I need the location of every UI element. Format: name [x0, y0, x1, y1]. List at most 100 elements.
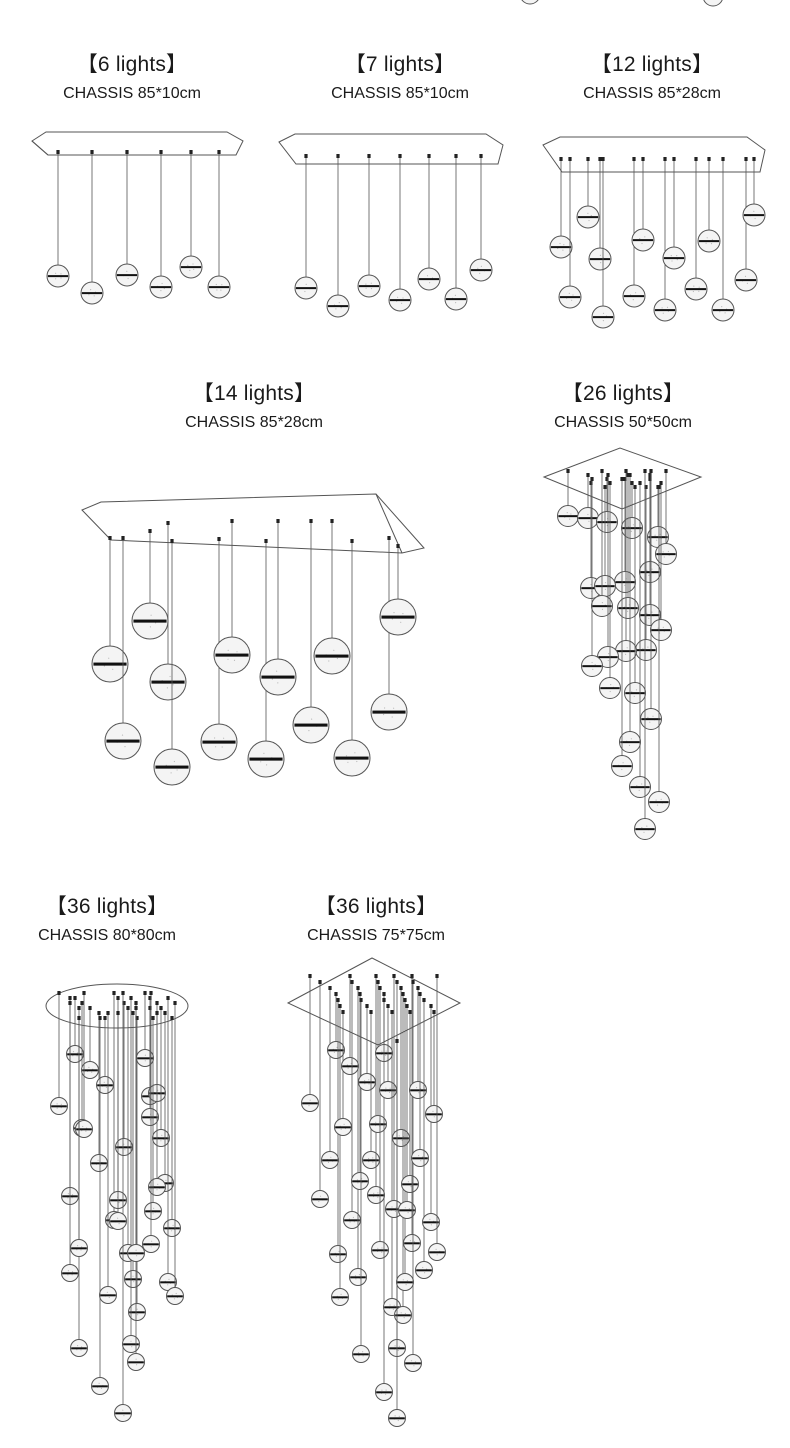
pendant-band — [295, 287, 317, 290]
pendant-band — [641, 718, 661, 721]
pendant-band — [151, 680, 185, 684]
pendant-band — [632, 239, 654, 242]
pendant-cap — [189, 150, 193, 154]
pendant-cap — [429, 1004, 433, 1008]
pendant-band — [261, 675, 295, 679]
pendant-cap — [131, 1011, 135, 1015]
pendant-cap — [382, 992, 386, 996]
pendant-band — [202, 740, 236, 744]
pendant-band — [622, 527, 642, 530]
pendant-cap — [418, 992, 422, 996]
pendant-band — [395, 1314, 411, 1317]
pendant-cap — [304, 154, 308, 158]
pendant-cap — [435, 974, 439, 978]
chassis-plate — [81, 493, 425, 554]
pendant-band — [164, 1227, 180, 1230]
pendant-cap — [173, 1001, 177, 1005]
pendant-band — [384, 1306, 400, 1309]
pendant-cap — [166, 996, 170, 1000]
pendant-cap — [598, 157, 602, 161]
pendant-cap — [644, 485, 648, 489]
pendant-band — [648, 536, 668, 539]
pendant-cap — [217, 537, 221, 541]
pendant-cap — [217, 150, 221, 154]
pendant-band — [445, 298, 467, 301]
pendant-cap — [365, 1004, 369, 1008]
pendant-band — [558, 515, 578, 518]
pendant-band — [335, 1126, 351, 1129]
pendant-cap — [369, 1010, 373, 1014]
pendant-cap — [166, 521, 170, 525]
chassis-36-lights-round: CHASSIS 80*80cm — [38, 927, 176, 944]
pendant-band — [470, 269, 492, 272]
pendant-cap — [568, 157, 572, 161]
chandelier-14-lights — [81, 493, 425, 786]
pendant-cap — [416, 986, 420, 990]
pendant-band — [735, 279, 757, 282]
pendant-band — [51, 1105, 67, 1108]
pendant-band — [350, 1276, 366, 1279]
pendant-cap — [395, 980, 399, 984]
pendant-cap — [630, 481, 634, 485]
pendant-band — [150, 286, 172, 289]
pendant-cap — [401, 992, 405, 996]
pendant-band — [386, 1208, 402, 1211]
pendant-cap — [163, 1011, 167, 1015]
title-7-lights: 【7 lights】 — [344, 53, 456, 76]
pendant-band — [208, 286, 230, 289]
pendant-band — [330, 1253, 346, 1256]
pendant-cap — [392, 974, 396, 978]
pendant-cap — [151, 1016, 155, 1020]
pendant-cap — [374, 974, 378, 978]
pendant-band — [62, 1272, 78, 1275]
pendant-band — [663, 257, 685, 260]
pendant-band — [215, 653, 249, 657]
pendant-cap — [641, 157, 645, 161]
cropped-globes-top — [521, 0, 723, 7]
pendant-band — [327, 305, 349, 308]
chandelier-6-lights — [31, 131, 244, 305]
pendant-band — [592, 316, 614, 319]
pendant-band — [380, 1089, 396, 1092]
pendant-cap — [82, 991, 86, 995]
pendant-band — [616, 650, 636, 653]
pendant-cap — [378, 986, 382, 990]
pendant-cap — [358, 992, 362, 996]
title-36-lights-square: 【36 lights】 — [314, 895, 438, 918]
title-14-lights: 【14 lights】 — [192, 382, 316, 405]
pendant-band — [71, 1247, 87, 1250]
pendant-band — [358, 285, 380, 288]
pendant-band — [142, 1116, 158, 1119]
pendant-cap — [350, 539, 354, 543]
pendant-cap — [134, 1006, 138, 1010]
pendant-band — [597, 521, 617, 524]
pendant-band — [353, 1353, 369, 1356]
pendant-cap — [601, 157, 605, 161]
pendant-band — [376, 1391, 392, 1394]
pendant-cap — [603, 485, 607, 489]
pendant-cap — [77, 1006, 81, 1010]
pendant-cap — [399, 986, 403, 990]
pendant-band — [76, 1128, 92, 1131]
pendant-band — [405, 1362, 421, 1365]
pendant-cap — [659, 481, 663, 485]
chassis-plate — [278, 133, 504, 165]
pendant-cap — [135, 1016, 139, 1020]
pendant-band — [160, 1281, 176, 1284]
pendant-cap — [106, 1011, 110, 1015]
pendant-cap — [707, 157, 711, 161]
pendant-cap — [648, 477, 652, 481]
pendant-cap — [566, 469, 570, 473]
pendant-cap — [432, 1010, 436, 1014]
pendant-cap — [341, 1010, 345, 1014]
pendant-band — [47, 275, 69, 278]
pendant-cap — [159, 1006, 163, 1010]
pendant-cap — [628, 473, 632, 477]
pendant-cap — [605, 477, 609, 481]
pendant-band — [116, 274, 138, 277]
chassis-6-lights: CHASSIS 85*10cm — [63, 85, 201, 102]
chassis-36-lights-square: CHASSIS 75*75cm — [307, 927, 445, 944]
pendant-globe — [703, 0, 723, 7]
pendant-band — [363, 1159, 379, 1162]
pendant-band — [600, 687, 620, 690]
